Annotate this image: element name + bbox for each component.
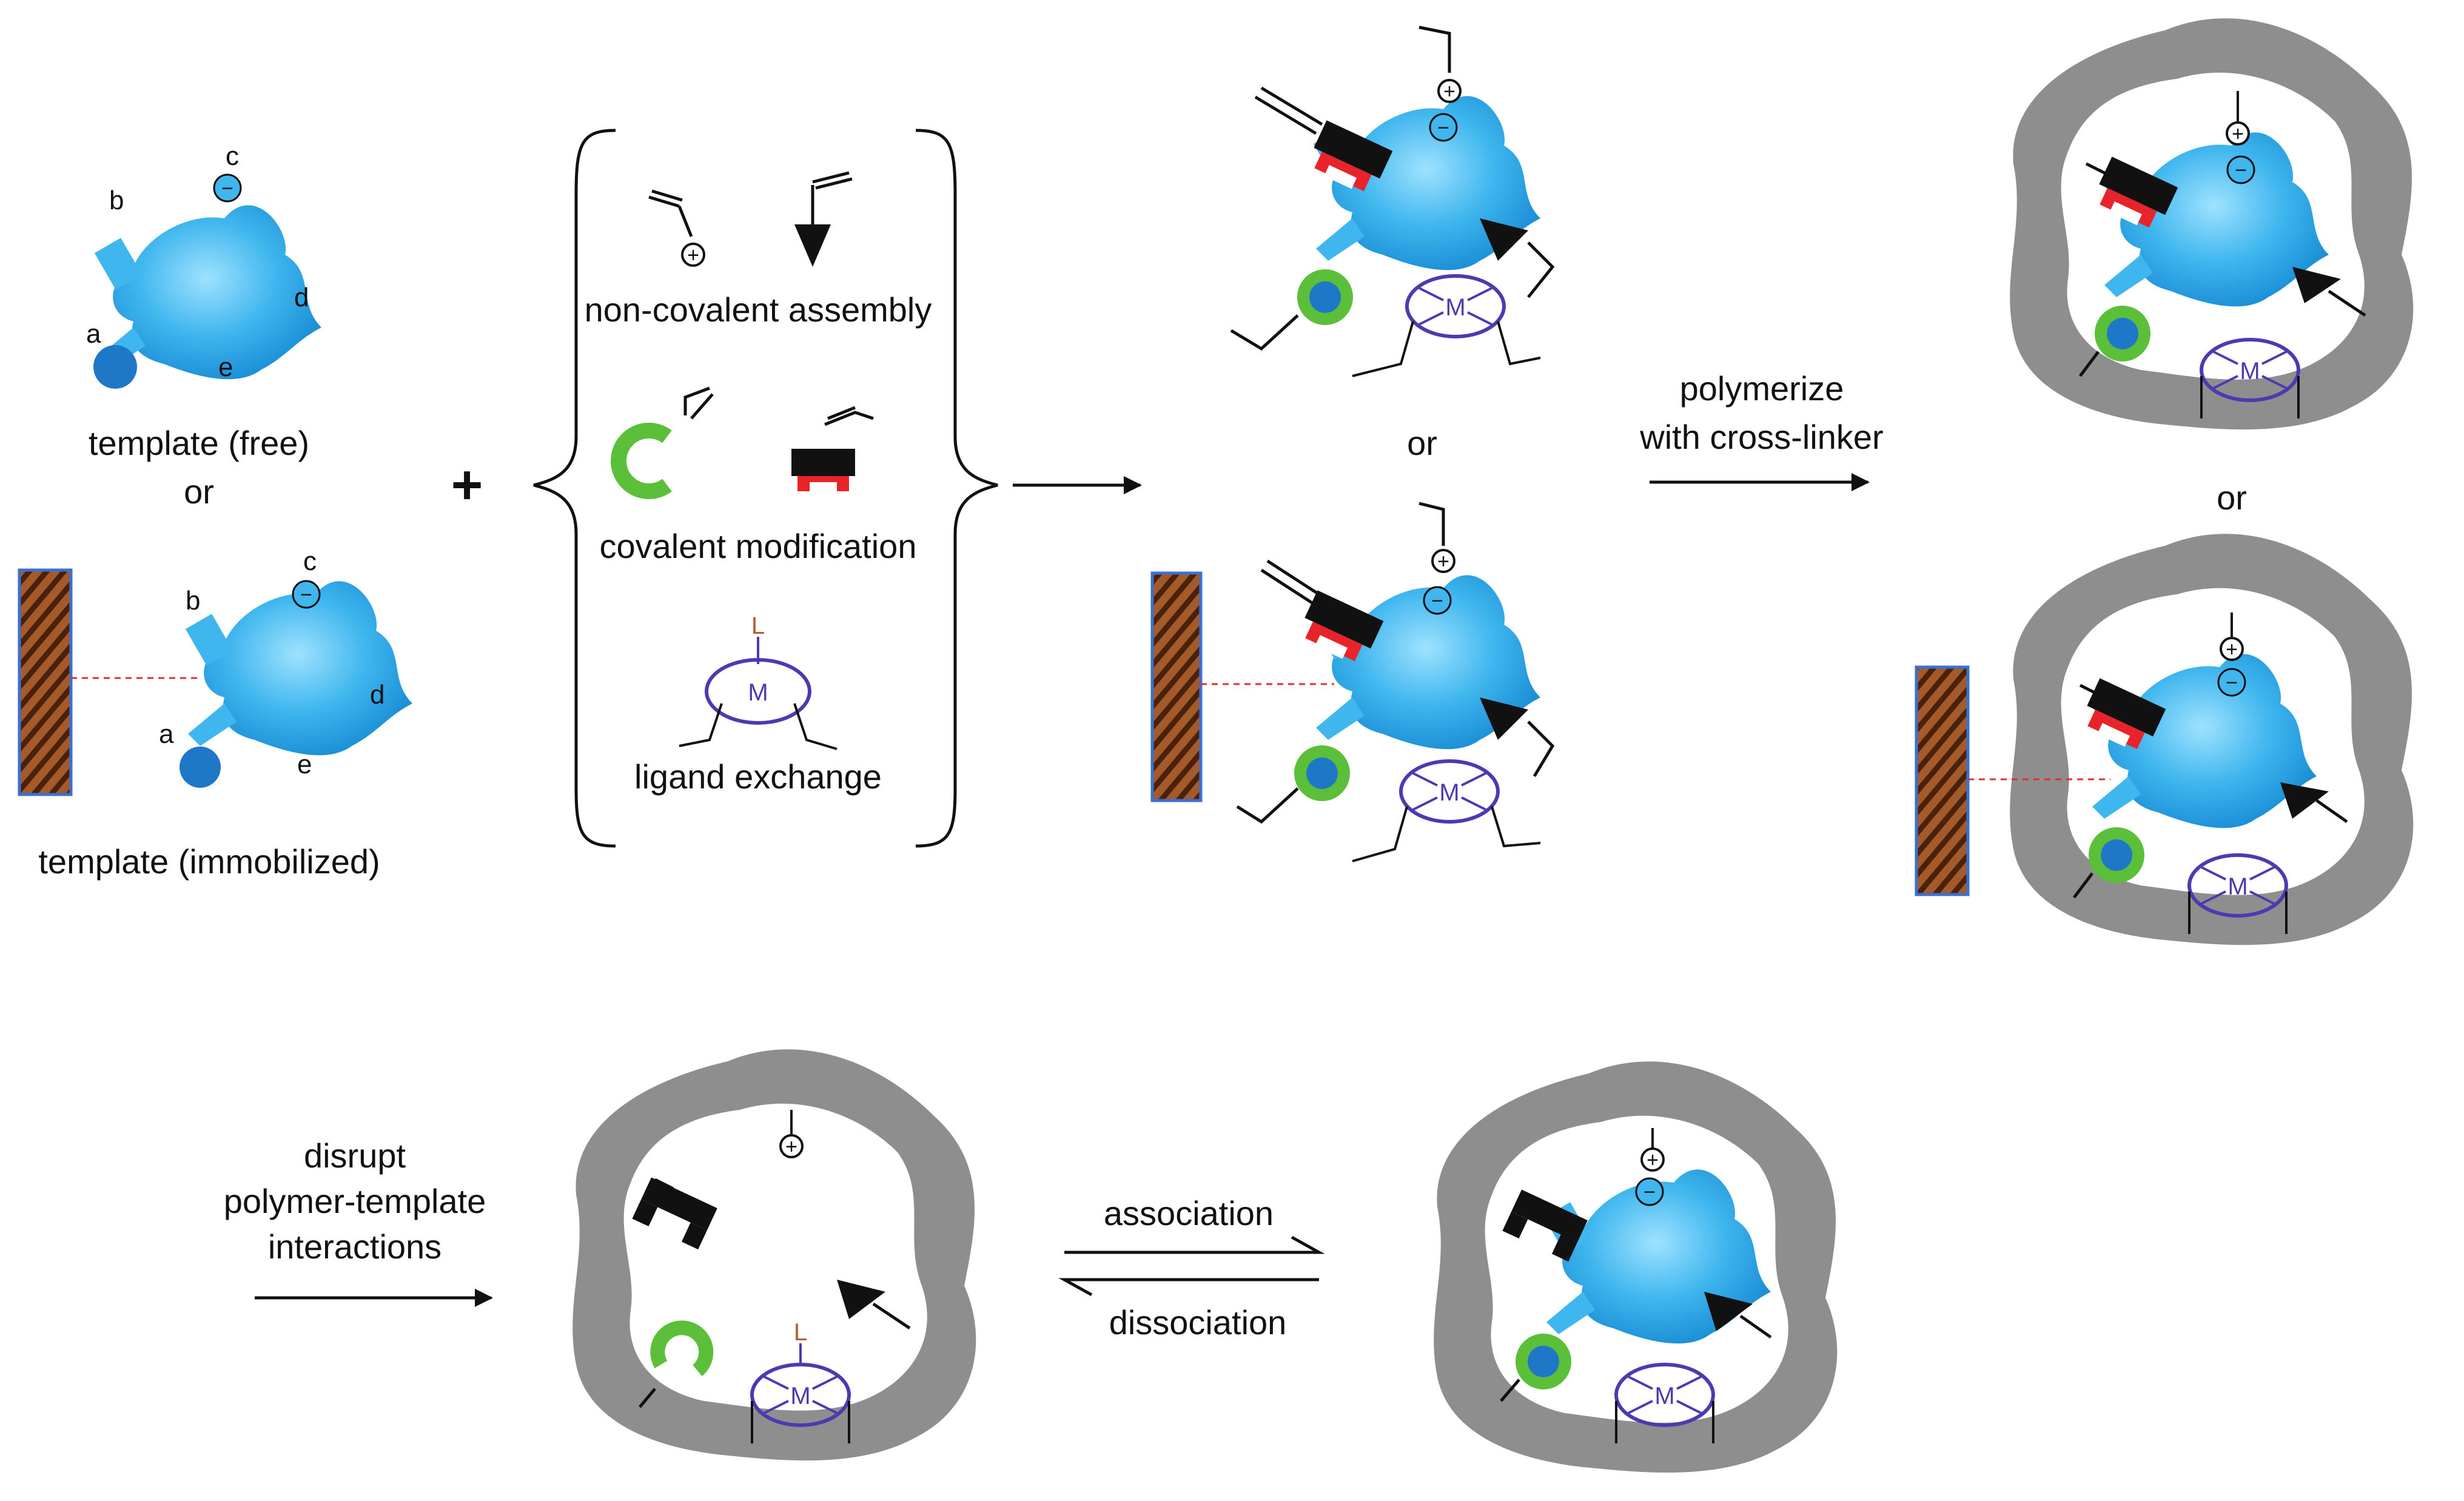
covalent-label: covalent modification bbox=[600, 527, 917, 565]
svg-text:+: + bbox=[2232, 123, 2244, 146]
site-b-2: b bbox=[186, 586, 200, 616]
green-ring-monomer bbox=[611, 386, 714, 499]
site-c: c bbox=[226, 141, 239, 171]
complex-immobilized: + − M bbox=[1150, 502, 1555, 862]
association-label: association bbox=[1104, 1194, 1274, 1232]
disrupt-label-3: interactions bbox=[268, 1227, 441, 1266]
svg-text:+: + bbox=[2226, 638, 2238, 661]
svg-text:L: L bbox=[794, 1319, 807, 1346]
metal-complex-monomer: L M bbox=[679, 613, 838, 750]
svg-text:+: + bbox=[687, 244, 699, 267]
svg-text:M: M bbox=[1445, 294, 1465, 321]
dissociation-label: dissociation bbox=[1109, 1303, 1287, 1341]
plus-sign: + bbox=[451, 455, 483, 515]
site-c-2: c bbox=[303, 546, 317, 576]
svg-text:M: M bbox=[1654, 1383, 1674, 1409]
complex-free: + − M bbox=[1230, 25, 1555, 377]
svg-text:+: + bbox=[1647, 1149, 1659, 1172]
or-label-1: or bbox=[184, 472, 214, 511]
disrupt-label-2: polymer-template bbox=[224, 1182, 486, 1220]
svg-text:−: − bbox=[2235, 159, 2247, 182]
monomer-bracket: + non-covalent assembly covalent modific… bbox=[533, 129, 998, 848]
metal-symbol: M bbox=[748, 679, 768, 706]
capped-monomer bbox=[791, 406, 874, 491]
disrupt-label-1: disrupt bbox=[304, 1137, 406, 1175]
site-d: d bbox=[294, 283, 309, 312]
or-label-2: or bbox=[1407, 424, 1437, 462]
noncovalent-label: non-covalent assembly bbox=[585, 290, 932, 329]
site-b: b bbox=[109, 186, 124, 215]
svg-text:−: − bbox=[1643, 1181, 1656, 1204]
rebound-imprinted-cavity: + − M bbox=[1434, 1061, 1838, 1473]
site-e: e bbox=[218, 352, 233, 382]
or-label-3: or bbox=[2217, 479, 2247, 517]
arrow-monomer bbox=[794, 171, 853, 267]
polymerize-label-1: polymerize bbox=[1680, 369, 1844, 408]
site-a: a bbox=[86, 319, 101, 349]
site-a-2: a bbox=[159, 719, 174, 749]
template-immobilized: − a b c d e bbox=[18, 546, 412, 796]
template-immobilized-label: template (immobilized) bbox=[38, 842, 380, 881]
imprinted-polymer-free: + − M bbox=[2010, 18, 2414, 430]
svg-text:M: M bbox=[1439, 779, 1459, 806]
svg-text:−: − bbox=[1437, 116, 1449, 139]
negative-charge: − bbox=[221, 177, 233, 200]
svg-text:M: M bbox=[790, 1383, 810, 1409]
svg-text:−: − bbox=[1431, 589, 1443, 613]
solid-surface bbox=[18, 568, 73, 796]
positive-monomer: + bbox=[648, 189, 705, 267]
empty-imprinted-cavity: + L M bbox=[572, 1049, 976, 1461]
equilibrium-arrows: association dissociation bbox=[1058, 1194, 1325, 1341]
svg-text:+: + bbox=[1437, 550, 1449, 573]
svg-text:M: M bbox=[2240, 358, 2260, 384]
template-free: − a b c d e bbox=[86, 141, 321, 389]
svg-text:+: + bbox=[1443, 80, 1455, 103]
site-d-2: d bbox=[370, 680, 384, 710]
svg-text:+: + bbox=[785, 1135, 797, 1158]
template-free-label: template (free) bbox=[89, 424, 309, 462]
svg-text:−: − bbox=[300, 583, 312, 606]
svg-text:M: M bbox=[2227, 873, 2247, 900]
imprinted-polymer-immobilized: + − M bbox=[1915, 534, 2414, 945]
svg-text:−: − bbox=[2226, 671, 2238, 694]
ligand-symbol: L bbox=[751, 613, 765, 639]
site-e-2: e bbox=[297, 750, 312, 779]
ligand-exchange-label: ligand exchange bbox=[634, 757, 882, 796]
polymerize-label-2: with cross-linker bbox=[1639, 418, 1883, 456]
